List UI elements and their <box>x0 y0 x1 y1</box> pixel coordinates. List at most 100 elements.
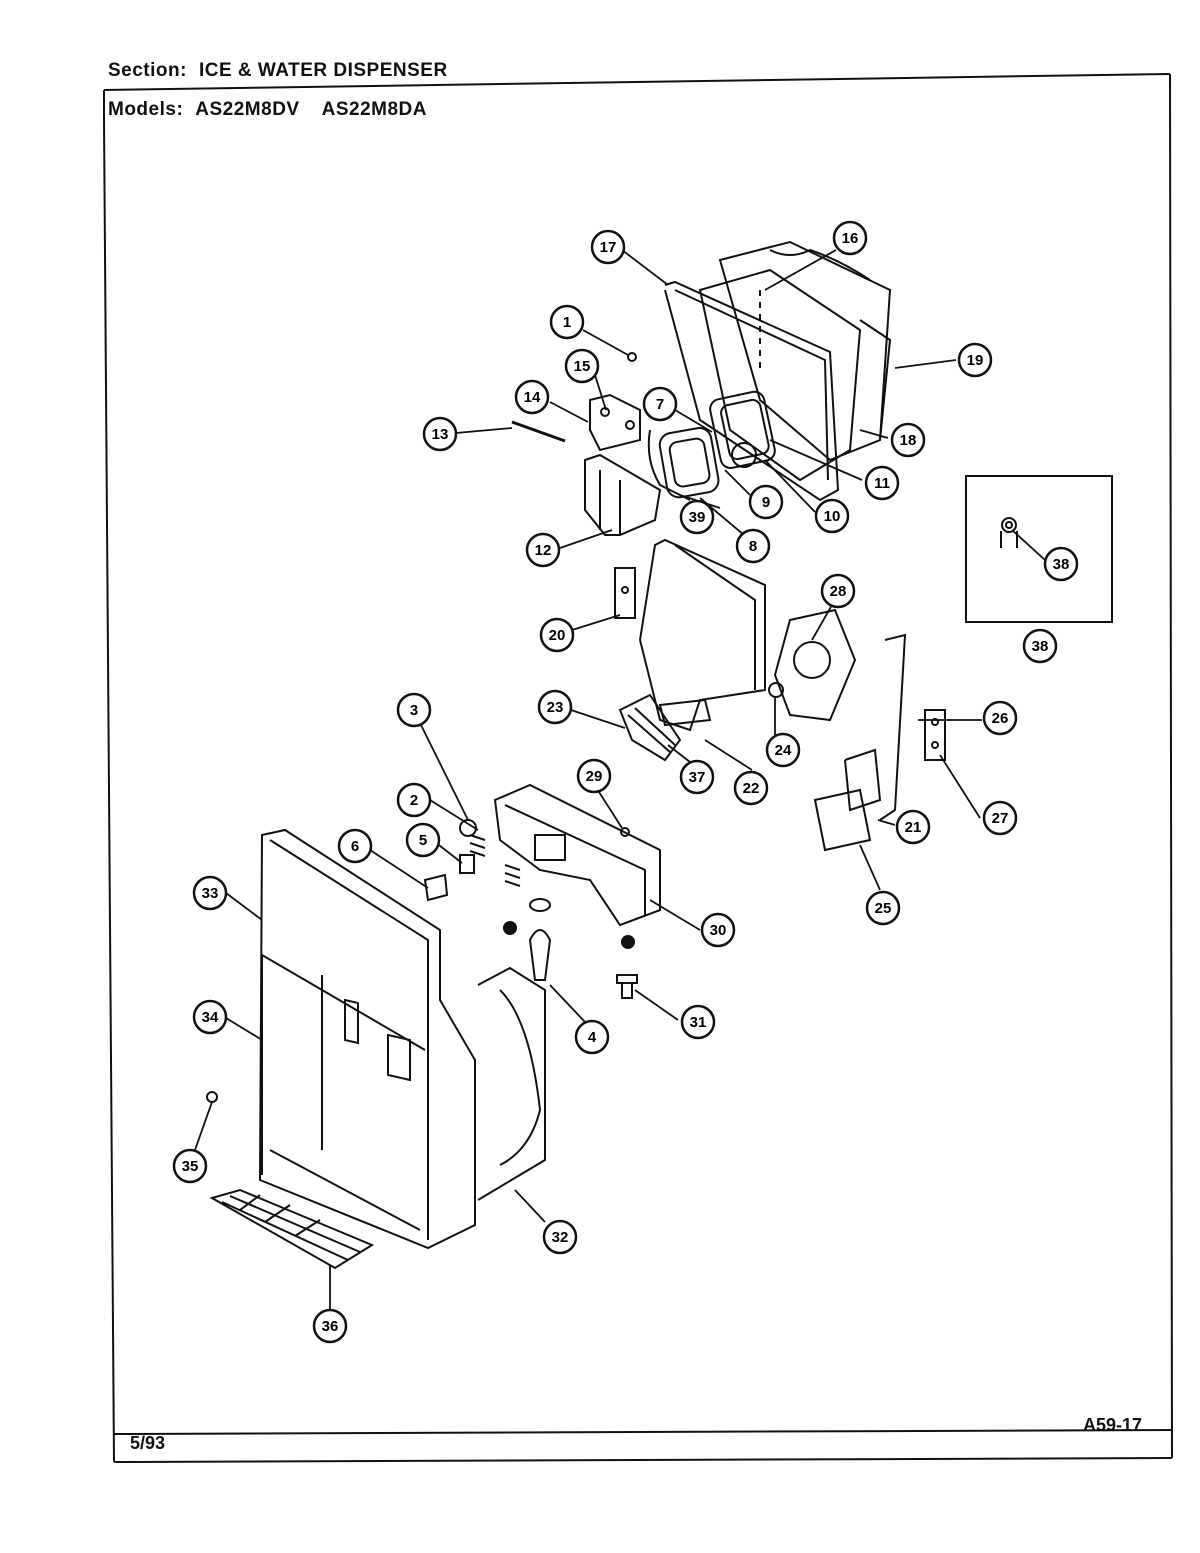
callout-8: 8 <box>735 528 771 564</box>
svg-text:4: 4 <box>588 1029 597 1046</box>
callout-22: 22 <box>733 770 769 806</box>
part-1-drawing <box>627 352 637 362</box>
svg-text:19: 19 <box>967 352 984 369</box>
callout-27: 27 <box>982 800 1018 836</box>
frame-bottom-line <box>113 1457 1173 1463</box>
svg-text:8: 8 <box>749 538 757 555</box>
callout-17: 17 <box>590 229 626 265</box>
svg-text:18: 18 <box>900 432 917 449</box>
bracket-assembly <box>511 393 662 536</box>
svg-text:35: 35 <box>182 1158 199 1175</box>
callout-20: 20 <box>539 617 575 653</box>
callout-21: 21 <box>895 809 931 845</box>
svg-text:6: 6 <box>351 838 359 855</box>
svg-text:27: 27 <box>992 810 1009 827</box>
part-36-drip-tray <box>209 1188 375 1270</box>
frame-right-line <box>1169 73 1173 1459</box>
callout-9: 9 <box>748 484 784 520</box>
callout-38-label: 38 <box>1022 628 1058 664</box>
svg-text:32: 32 <box>552 1229 569 1246</box>
frame-top-line <box>103 73 1171 91</box>
callout-26: 26 <box>982 700 1018 736</box>
svg-text:33: 33 <box>202 885 219 902</box>
motor-assembly <box>647 390 776 501</box>
callout-36: 36 <box>312 1308 348 1344</box>
svg-text:17: 17 <box>600 239 617 256</box>
callout-13: 13 <box>422 416 458 452</box>
section-value: ICE & WATER DISPENSER <box>198 60 448 81</box>
part-31-drawing <box>616 974 638 999</box>
callout-2: 2 <box>396 782 432 818</box>
callout-5: 5 <box>405 822 441 858</box>
callout-11: 11 <box>864 465 900 501</box>
svg-text:38: 38 <box>1053 556 1070 573</box>
callout-32: 32 <box>542 1219 578 1255</box>
svg-text:30: 30 <box>710 922 727 939</box>
svg-text:12: 12 <box>535 542 552 559</box>
svg-text:36: 36 <box>322 1318 339 1335</box>
callout-16: 16 <box>832 220 868 256</box>
svg-text:3: 3 <box>410 702 418 719</box>
section-label: Section: <box>108 60 187 81</box>
svg-text:20: 20 <box>549 627 566 644</box>
callout-30: 30 <box>700 912 736 948</box>
svg-text:29: 29 <box>586 768 603 785</box>
models-label: Models: <box>108 99 184 120</box>
callouts: 17 16 1 19 15 14 7 13 18 11 9 10 39 8 12… <box>172 220 1079 1344</box>
part-35-drawing <box>206 1091 218 1103</box>
ice-bin-housing <box>664 240 892 502</box>
callout-31: 31 <box>680 1004 716 1040</box>
callout-10: 10 <box>814 498 850 534</box>
callout-33: 33 <box>192 875 228 911</box>
callout-6: 6 <box>337 828 373 864</box>
svg-text:16: 16 <box>842 230 859 247</box>
callout-3: 3 <box>396 692 432 728</box>
svg-text:31: 31 <box>690 1014 707 1031</box>
ice-chute <box>614 538 766 732</box>
callout-18: 18 <box>890 422 926 458</box>
svg-text:1: 1 <box>563 314 571 331</box>
section-title: Section: ICE & WATER DISPENSER <box>108 60 448 82</box>
svg-text:39: 39 <box>689 509 706 526</box>
svg-text:14: 14 <box>524 389 541 406</box>
svg-text:7: 7 <box>656 396 664 413</box>
part-washer <box>529 898 551 912</box>
callout-25: 25 <box>865 890 901 926</box>
model-1: AS22M8DV <box>195 99 300 120</box>
lever-assembly <box>813 633 946 852</box>
part-32-housing <box>477 966 546 1201</box>
footer-divider <box>113 1429 1173 1435</box>
svg-text:5: 5 <box>419 832 427 849</box>
callout-35: 35 <box>172 1148 208 1184</box>
callout-28: 28 <box>820 573 856 609</box>
callout-38-inset: 38 <box>1043 546 1079 582</box>
svg-text:38: 38 <box>1032 638 1049 655</box>
footer-date: 5/93 <box>130 1433 166 1453</box>
part-28-door <box>768 608 857 722</box>
svg-text:15: 15 <box>574 358 591 375</box>
svg-text:21: 21 <box>905 819 922 836</box>
part-23-grille <box>618 693 682 762</box>
svg-text:26: 26 <box>992 710 1009 727</box>
inset-box-38 <box>965 475 1113 623</box>
callout-29: 29 <box>576 758 612 794</box>
svg-text:28: 28 <box>830 583 847 600</box>
svg-text:24: 24 <box>775 742 792 759</box>
callout-12: 12 <box>525 532 561 568</box>
callout-15: 15 <box>564 348 600 384</box>
svg-text:10: 10 <box>824 508 841 525</box>
callout-24: 24 <box>765 732 801 768</box>
svg-text:13: 13 <box>432 426 449 443</box>
svg-text:25: 25 <box>875 900 892 917</box>
frame-left-line <box>103 119 115 1463</box>
svg-text:11: 11 <box>874 475 890 492</box>
callout-19: 19 <box>957 342 993 378</box>
callout-14: 14 <box>514 379 550 415</box>
svg-text:2: 2 <box>410 792 418 809</box>
front-panel-33 <box>258 828 476 1250</box>
callout-37: 37 <box>679 759 715 795</box>
svg-text:9: 9 <box>762 494 770 511</box>
leader-lines <box>194 249 1046 1310</box>
